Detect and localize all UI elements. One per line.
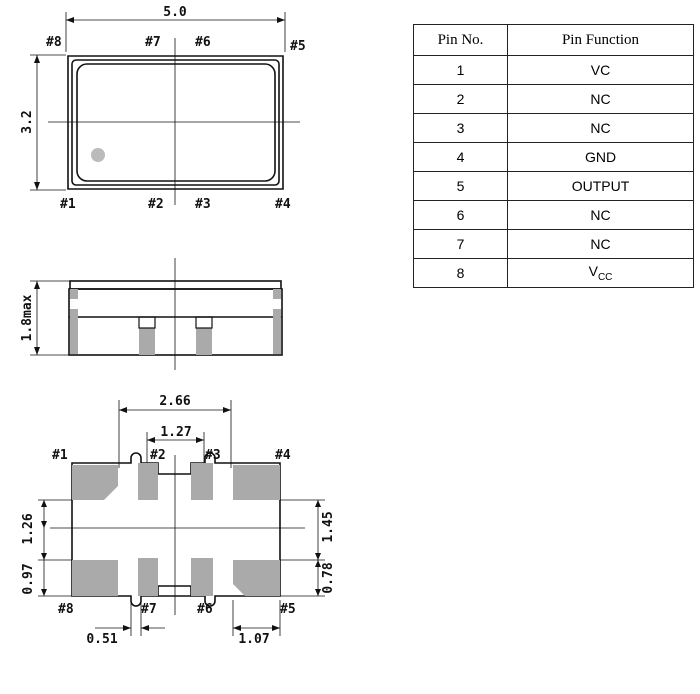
top-pin4-label: #4: [275, 197, 291, 212]
bottom-pin6-label: #6: [197, 602, 213, 617]
bottom-pin2-label: #2: [150, 448, 166, 463]
table-header-row: Pin No. Pin Function: [413, 24, 694, 56]
bottom-dim-1-27: 1.27: [160, 425, 191, 440]
top-pin2-label: #2: [148, 197, 164, 212]
pin-no-cell: 6: [413, 200, 508, 230]
bottom-pin1-label: #1: [52, 448, 68, 463]
bottom-dim-2-66: 2.66: [159, 394, 190, 409]
top-pin8-label: #8: [46, 35, 62, 50]
vcc-subscript: CC: [597, 271, 613, 283]
top-pin1-label: #1: [60, 197, 76, 212]
pin-no-cell: 7: [413, 229, 508, 259]
bottom-pin7-label: #7: [141, 602, 157, 617]
table-row: 1 VC: [413, 55, 694, 85]
table-row: 2 NC: [413, 84, 694, 114]
bottom-view: 2.66 1.27 1.26 0.97 1.45: [21, 394, 336, 647]
bottom-dim-1-07: 1.07: [238, 632, 269, 647]
table-row: 4 GND: [413, 142, 694, 172]
table-row: 6 NC: [413, 200, 694, 230]
top-pin7-label: #7: [145, 35, 161, 50]
pin-function-cell: VCC: [507, 258, 694, 288]
pin-function-table: Pin No. Pin Function 1 VC 2 NC 3 NC 4 GN…: [413, 24, 694, 288]
bottom-dim-1-26: 1.26: [21, 513, 36, 544]
top-pin3-label: #3: [195, 197, 211, 212]
bottom-pin5-label: #5: [280, 602, 296, 617]
header-pin-function: Pin Function: [507, 24, 694, 56]
pin-function-cell: GND: [507, 142, 694, 172]
table-row: 5 OUTPUT: [413, 171, 694, 201]
pin-no-cell: 5: [413, 171, 508, 201]
header-pin-no: Pin No.: [413, 24, 508, 56]
top-height-dim: 3.2: [20, 110, 35, 133]
bottom-dim-0-97: 0.97: [21, 563, 36, 594]
pin-function-cell: NC: [507, 200, 694, 230]
bottom-dim-0-51: 0.51: [86, 632, 117, 647]
pin-no-cell: 3: [413, 113, 508, 143]
pin-function-cell: NC: [507, 84, 694, 114]
pin-no-cell: 1: [413, 55, 508, 85]
vcc-main: V: [588, 263, 598, 280]
bottom-pin4-label: #4: [275, 448, 291, 463]
bottom-pin3-label: #3: [205, 448, 221, 463]
top-width-dim: 5.0: [163, 5, 187, 20]
side-height-dim: 1.8max: [20, 294, 35, 341]
table-row: 3 NC: [413, 113, 694, 143]
bottom-pin8-label: #8: [58, 602, 74, 617]
bottom-dim-1-45: 1.45: [321, 511, 336, 542]
pin-no-cell: 8: [413, 258, 508, 288]
pin-no-cell: 2: [413, 84, 508, 114]
pin-function-cell: NC: [507, 113, 694, 143]
table-row: 8 VCC: [413, 258, 694, 288]
pin-function-cell: OUTPUT: [507, 171, 694, 201]
pin-function-cell: NC: [507, 229, 694, 259]
bottom-dim-0-78: 0.78: [321, 562, 336, 593]
top-pin6-label: #6: [195, 35, 211, 50]
pin-function-cell: VC: [507, 55, 694, 85]
pin1-marker-dot: [91, 148, 105, 162]
top-pin5-label: #5: [290, 39, 306, 54]
side-view: 1.8max: [20, 258, 283, 370]
table-row: 7 NC: [413, 229, 694, 259]
pin-no-cell: 4: [413, 142, 508, 172]
top-view: 5.0 3.2 #8 #7 #6 #5 #1 #2 #3 #4: [20, 5, 306, 212]
